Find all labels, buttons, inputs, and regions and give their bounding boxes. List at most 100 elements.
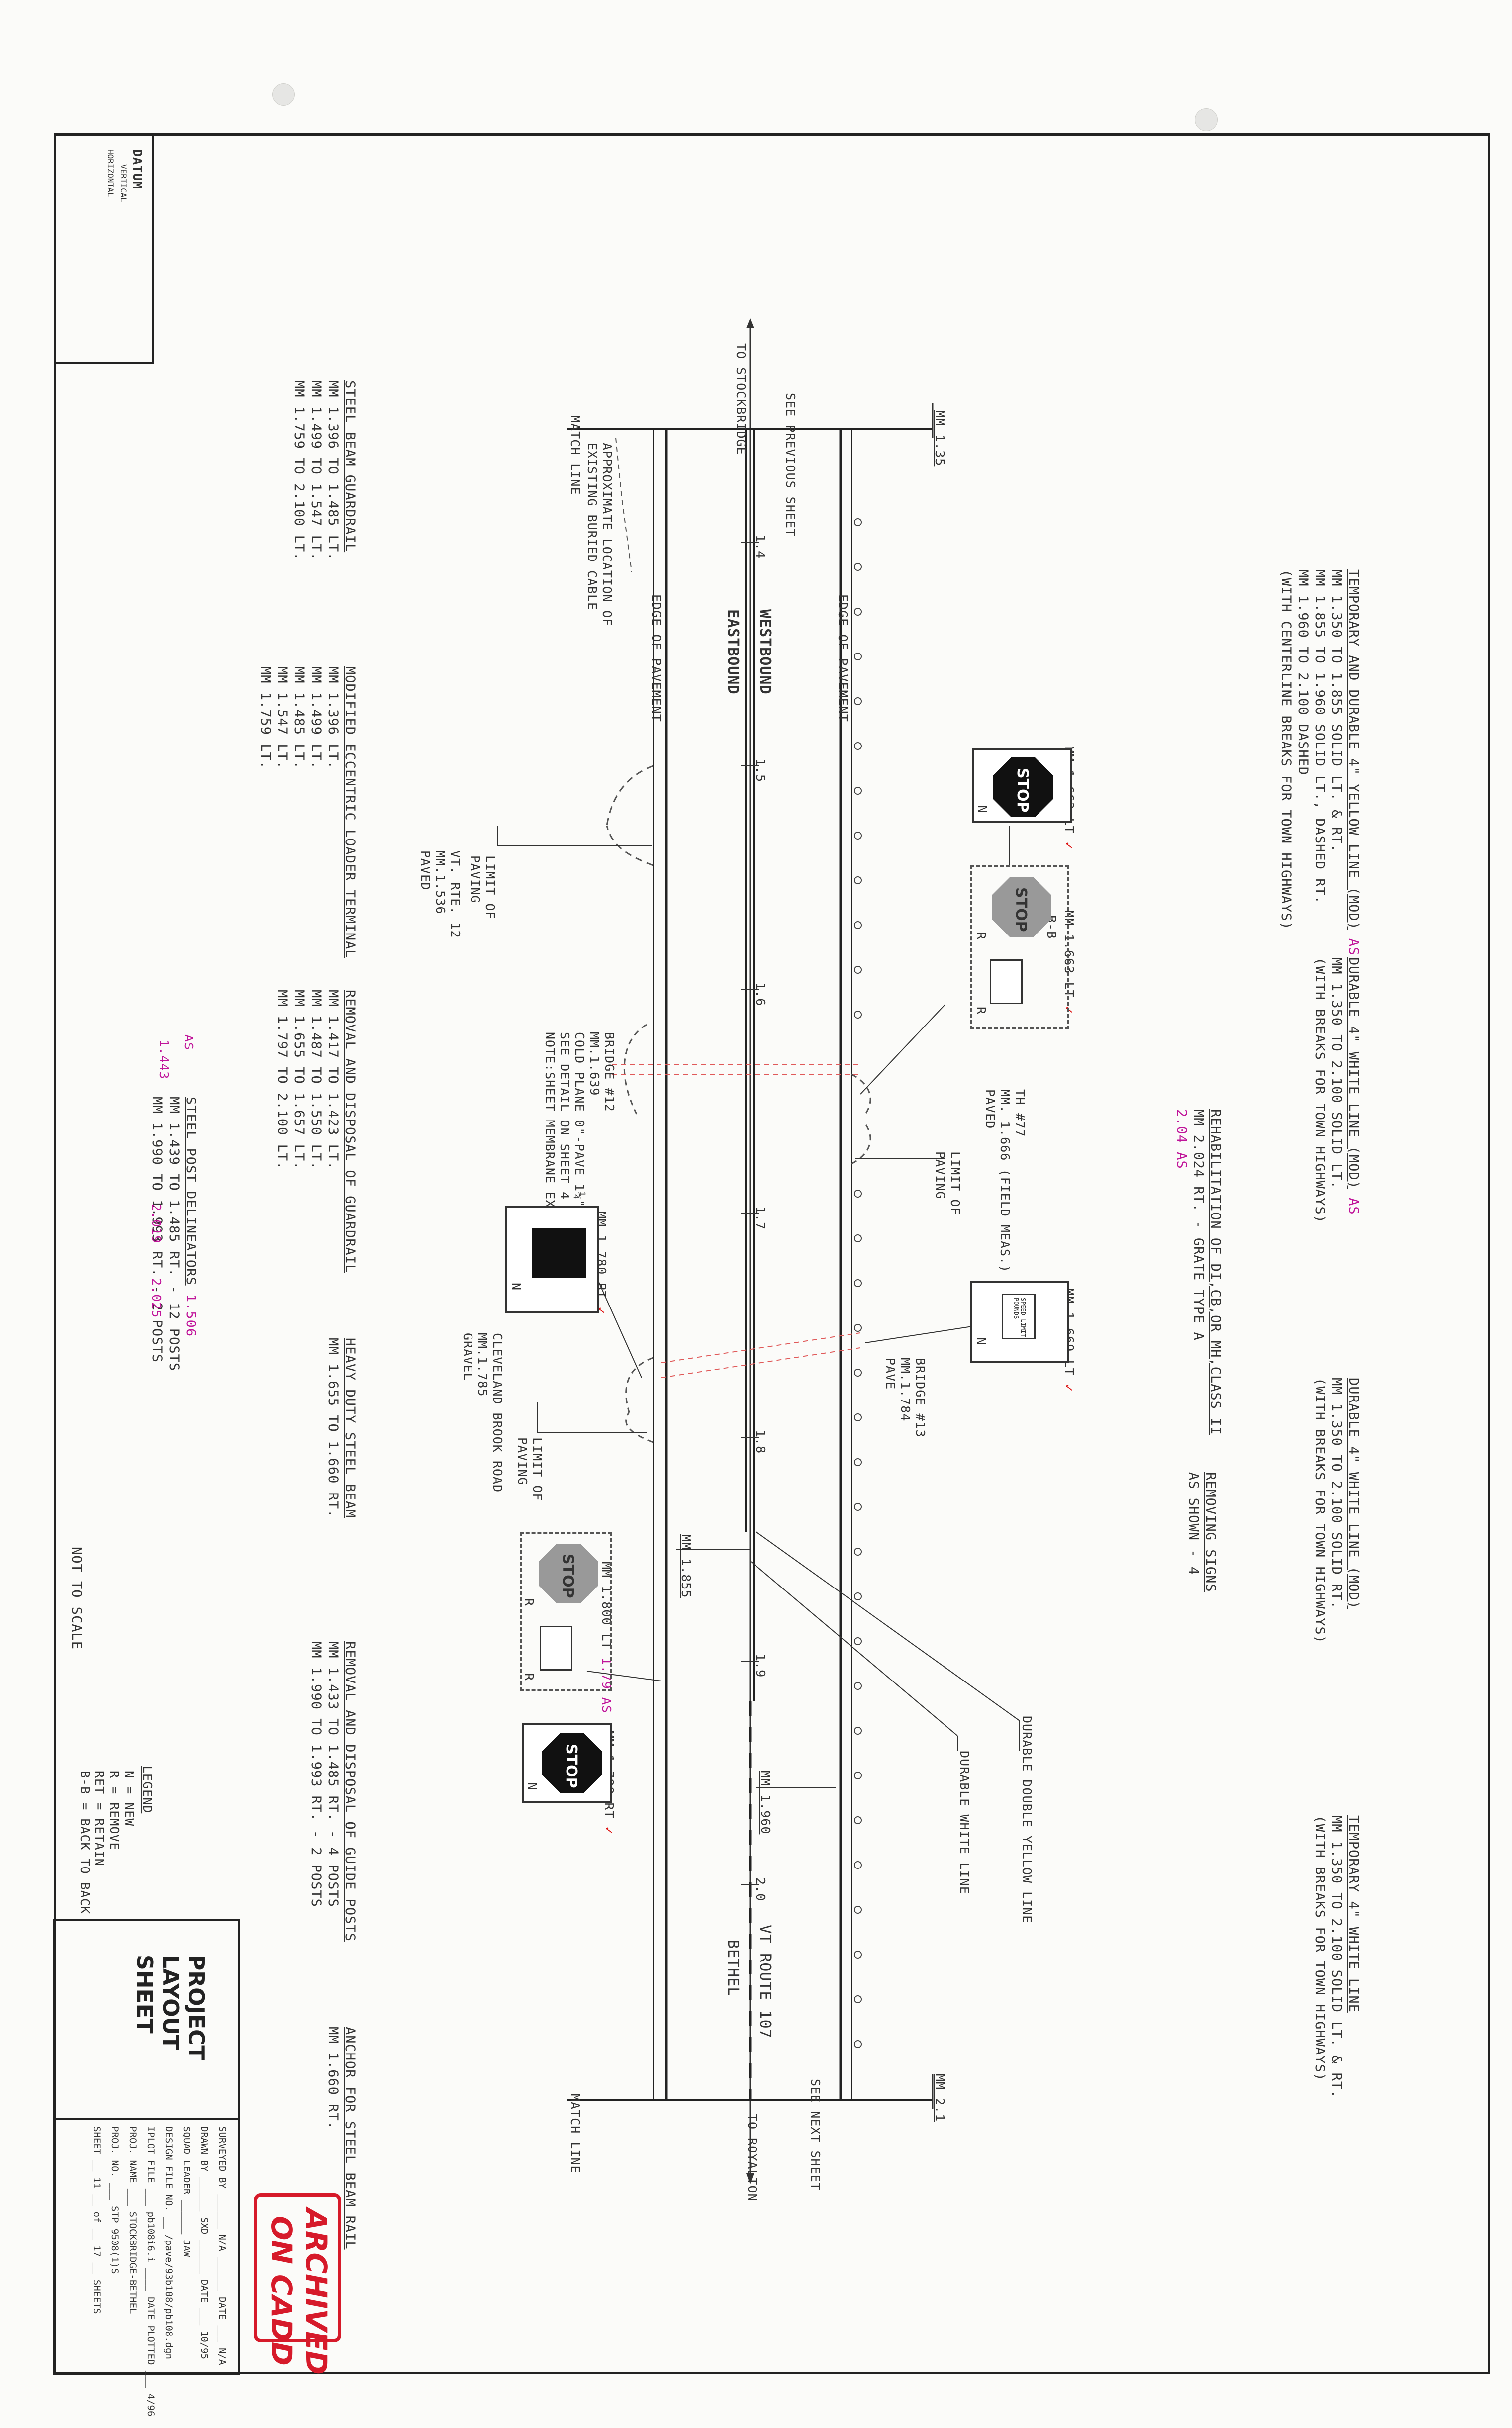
note-title: REMOVAL AND DISPOSAL OF GUARDRAIL (342, 990, 358, 1273)
mm-end: MM 2.1 (933, 2074, 947, 2122)
design-file: DESIGN FILE NO. __ /pave/93b108/pb108.dg… (163, 2126, 174, 2359)
note-title: STEEL POST DELINEATORS (183, 1097, 198, 1286)
note-mark: AS (1346, 938, 1361, 956)
stop-sign-icon (992, 877, 1051, 937)
note-line: MM 1.433 TO 1.485 RT. - 4 POSTS (325, 1641, 341, 1907)
note-line: MM 1.350 TO 1.855 SOLID LT. & RT. (1329, 569, 1344, 853)
stop-text: STOP (559, 1554, 576, 1598)
legend-item: N = NEW (122, 1771, 137, 1827)
note-line: MM 1.350 TO 2.100 SOLID LT. (1329, 957, 1344, 1189)
note-line: 2.04 AS (1174, 1109, 1189, 1169)
proj-no: PROJ. NO. ___ STP 9508(1)S (109, 2126, 120, 2274)
legend-item: B-B = BACK TO BACK (78, 1771, 92, 1914)
note-line: MM 1.485 LT. (291, 666, 307, 770)
bridge-13-line: BRIDGE #13 (913, 1358, 928, 1438)
see-previous-sheet: SEE PREVIOUS SHEET (783, 393, 798, 537)
bridge-13-line: MM.1.784 (898, 1358, 913, 1422)
note-line: MM 2.024 RT. - GRATE TYPE A (1191, 1109, 1206, 1341)
th-77-line: MM. 1.666 (FIELD MEAS.) (998, 1089, 1012, 1273)
note-durable-white-rt: DURABLE 4" WHITE LINE (MOD) MM 1.350 TO … (1311, 1378, 1362, 1644)
not-to-scale: NOT TO SCALE (69, 1547, 84, 1650)
limit-of-paving-line: PAVING (468, 855, 482, 904)
sheet-of: SHEET __ 11 __ of __ 17 __ SHEETS (92, 2126, 102, 2314)
check-mark: ✓ (602, 1826, 616, 1835)
note-mark: 1.506 (183, 1294, 198, 1337)
note-line: MM 1.660 RT. (325, 2027, 341, 2130)
note-mark: 2.025 (149, 1278, 164, 1318)
durable-white-label: DURABLE WHITE LINE (957, 1751, 972, 1894)
note-title: HEAVY DUTY STEEL BEAM (342, 1338, 358, 1518)
to-royalton: TO ROYALTON (745, 2114, 759, 2202)
sheet-border (54, 133, 1490, 2374)
bridge-12-line: MM.1.639 (587, 1032, 602, 1096)
vt-rte-12-line: VT. RTE. 12 (448, 850, 463, 938)
note-mark: AS (1346, 1198, 1361, 1215)
stop-sign-icon (993, 757, 1053, 817)
stamp-line: ARCHIVED (299, 2208, 333, 2375)
surveyed-by: SURVEYED BY ______ N/A ______ DATE ___ N… (217, 2126, 228, 2365)
note-line: MM 1.990 TO 1.993 RT. - 2 POSTS (308, 1641, 324, 1907)
note-temp-white: TEMPORARY 4" WHITE LINE MM 1.350 TO 2.10… (1311, 1815, 1362, 2098)
note-line: MM 1.655 TO 1.657 LT. (291, 990, 307, 1170)
vt-rte-12-line: MM.1.536 (433, 850, 448, 915)
note-line: MM 1.960 TO 2.100 DASHED (1295, 569, 1311, 776)
note-line: (WITH CENTERLINE BREAKS FOR TOWN HIGHWAY… (1278, 569, 1294, 930)
station: 1.8 (754, 1430, 768, 1454)
note-line: MM 1.759 TO 2.100 LT. (291, 380, 307, 561)
note-title: TEMPORARY AND DURABLE 4" YELLOW LINE (MO… (1346, 569, 1361, 930)
note-line: MM 1.350 TO 2.100 SOLID RT. (1329, 1378, 1344, 1609)
note-line: MM 1.487 TO 1.550 LT. (308, 990, 324, 1170)
th-77-line: PAVED (983, 1089, 997, 1129)
mm-1960-label: MM 1.960 (758, 1771, 773, 1835)
bridge-12-line: COLD PLANE 0"-PAVE 1¼" (572, 1032, 587, 1208)
station: 1.7 (754, 1206, 768, 1230)
sign-n: N (974, 1337, 988, 1346)
stop-sign-icon (542, 1733, 602, 1793)
check-mark: ✓ (1062, 841, 1076, 850)
note-line: AS SHOWN - 4 (1186, 1472, 1201, 1576)
note-title: REMOVAL AND DISPOSAL OF GUIDE POSTS (342, 1641, 358, 1942)
punch-hole (272, 83, 295, 106)
note-mark: AS (182, 1034, 196, 1051)
eastbound-label: EASTBOUND (724, 609, 742, 695)
archived-stamp (254, 2193, 341, 2342)
note-title: STEEL BEAM GUARDRAIL (342, 380, 358, 553)
buried-cable-line: APPROXIMATE LOCATION OF (600, 443, 614, 627)
iplot-file: IPLOT FILE ___ pb108i6.i ____ DATE PLOTT… (145, 2126, 156, 2417)
note-removing-signs: REMOVING SIGNS AS SHOWN - 4 (1185, 1472, 1219, 1592)
limit-of-paving-line: PAVING (933, 1151, 947, 1200)
legend-title: LEGEND (140, 1766, 155, 1814)
note-title: MODIFIED ECCENTRIC LOADER TERMINAL (342, 666, 358, 958)
title-line: LAYOUT (158, 1955, 183, 2050)
sign-r: R (522, 1673, 536, 1681)
drawn-by: DRAWN BY ______ SXD ______ DATE ___ 10/9… (199, 2126, 210, 2359)
note-title: DURABLE 4" WHITE LINE (MOD) (1346, 957, 1361, 1189)
note-title: REMOVING SIGNS (1203, 1472, 1218, 1592)
note-line: MM 1.417 TO 1.423 LT. (325, 990, 341, 1170)
note-line: (WITH BREAKS FOR TOWN HIGHWAYS) (1312, 1815, 1327, 2081)
note-line: MM 1.499 TO 1.547 LT. (308, 380, 324, 561)
station: 1.9 (754, 1654, 768, 1678)
to-stockbridge-label: TO STOCKBRIDGE (734, 343, 748, 455)
see-next-sheet: SEE NEXT SHEET (808, 2079, 823, 2191)
project-layout-title: PROJECT LAYOUT SHEET (131, 1955, 209, 2060)
note-line: MM 1.855 TO 1.960 SOLID LT., DASHED RT. (1312, 569, 1327, 904)
stop-text: STOP (1012, 887, 1030, 932)
sign-r: R (974, 1007, 988, 1015)
speed-limit-icon (540, 1626, 572, 1671)
th-77-line: TH #77 (1013, 1089, 1027, 1137)
sign-r: R (522, 1598, 536, 1607)
station: 1.4 (754, 535, 768, 559)
note-line: MM 1.439 TO 1.485 RT. - 12 POSTS (166, 1097, 182, 1372)
proj-name: PROJ. NAME ___ STOCKBRIDGE-BETHEL (127, 2126, 138, 2314)
legend-list: N = NEW R = REMOVE RET = RETAIN B-B = BA… (77, 1771, 137, 1914)
note-steel-beam-guardrail: STEEL BEAM GUARDRAIL MM 1.396 TO 1.485 L… (290, 380, 358, 560)
bridge-12-line: SEE DETAIL ON SHEET 4 (558, 1032, 572, 1200)
